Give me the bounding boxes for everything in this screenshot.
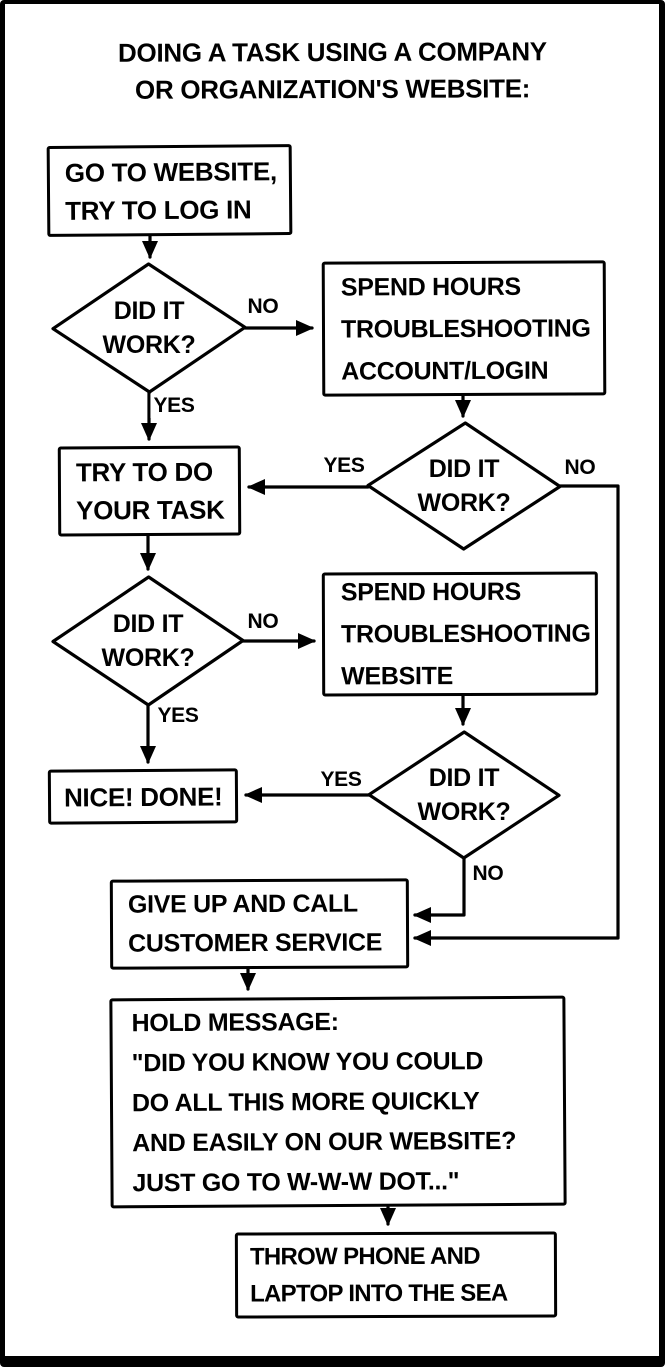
edge-label-decision3-no: NO: [244, 610, 282, 634]
decision-diamond-4: [367, 730, 561, 860]
edge-label-decision2-no: NO: [561, 456, 599, 480]
edge-label-decision1-no: NO: [244, 295, 282, 319]
decision-diamond-2: [366, 421, 562, 551]
decision-diamond-3: [51, 575, 245, 707]
edge-label-decision4-yes: YES: [317, 768, 365, 792]
node-nice-done: NICE! DONE!: [47, 768, 239, 825]
edge-decision4-no: [413, 856, 466, 923]
node-troubleshoot-login: SPEND HOURS TROUBLESHOOTING ACCOUNT/LOGI…: [321, 260, 607, 397]
edge-label-decision2-yes: YES: [320, 454, 368, 478]
node-try-to-do-task: TRY TO DO YOUR TASK: [57, 445, 242, 537]
edge-decision2-no: [413, 484, 620, 946]
flowchart-edges: [140, 234, 620, 1226]
edge-label-decision4-no: NO: [469, 862, 507, 886]
node-go-to-website: GO TO WEBSITE, TRY TO LOG IN: [46, 144, 293, 237]
decision-diamond-1: [51, 262, 247, 394]
edge-label-decision1-yes: YES: [150, 394, 198, 418]
comic-title: DOING A TASK USING A COMPANY OR ORGANIZA…: [117, 36, 547, 105]
node-hold-message: HOLD MESSAGE: "DID YOU KNOW YOU COULD DO…: [109, 995, 567, 1209]
decision-diamonds: [51, 262, 562, 860]
node-throw-into-sea: THROW PHONE AND LAPTOP INTO THE SEA: [234, 1231, 558, 1319]
node-give-up-call-service: GIVE UP AND CALL CUSTOMER SERVICE: [109, 878, 410, 970]
node-troubleshoot-website: SPEND HOURS TROUBLESHOOTING WEBSITE: [321, 571, 599, 697]
edge-label-decision3-yes: YES: [154, 704, 202, 728]
